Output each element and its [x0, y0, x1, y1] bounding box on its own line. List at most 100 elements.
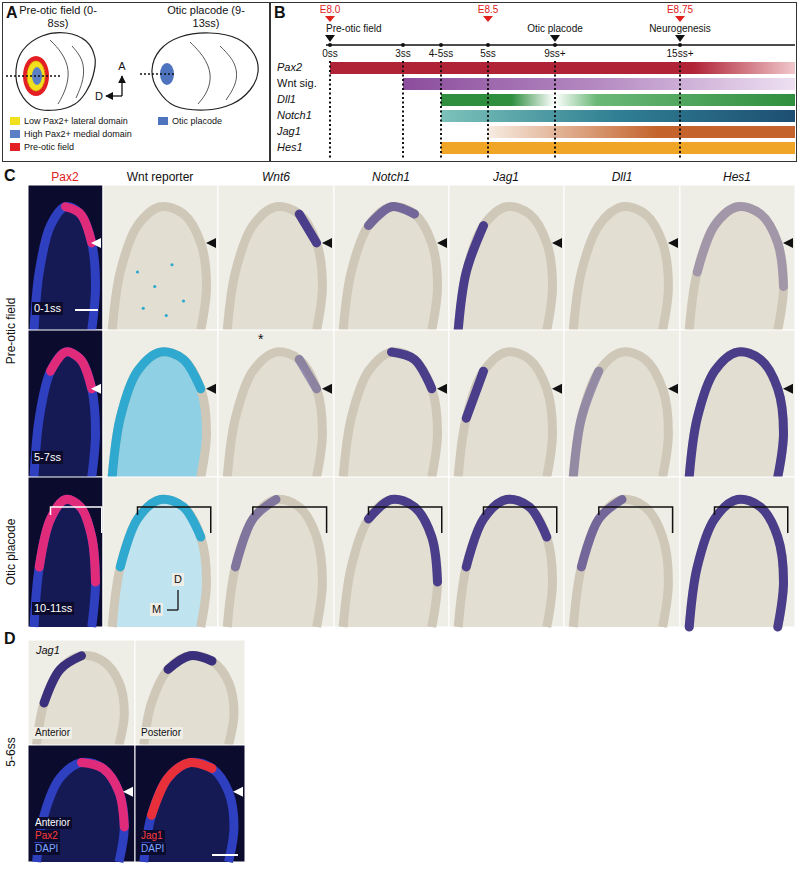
column-header: Notch1 — [372, 171, 410, 185]
micrograph-tile — [135, 640, 245, 745]
mesenchyme — [458, 206, 552, 330]
stage-guide-line — [329, 61, 331, 160]
legend-item: High Pax2+ medial domain — [10, 129, 132, 139]
expression-bar — [330, 62, 795, 74]
domain-bracket — [253, 507, 327, 533]
micrograph-tile — [334, 477, 449, 627]
micrograph-ground — [680, 185, 795, 330]
stain-signal — [458, 226, 483, 330]
micrograph-tile — [28, 477, 103, 627]
micrograph-tile — [449, 330, 564, 477]
micrograph-ground — [28, 330, 103, 477]
stain-signal — [466, 371, 483, 418]
mesenchyme — [689, 499, 783, 627]
micrograph-ground — [334, 185, 449, 330]
micrograph-ground — [564, 185, 680, 330]
micrograph-ground — [449, 185, 564, 330]
arrowhead-pointer — [91, 384, 101, 394]
micrograph-ground — [218, 477, 334, 627]
epithelium — [458, 499, 552, 627]
arrowhead-pointer — [552, 238, 562, 248]
micrograph-tile — [103, 330, 218, 477]
timeline-tick — [678, 43, 682, 47]
micrograph-tile — [564, 477, 680, 627]
legend-item: Pre-otic field — [10, 142, 74, 152]
section-label: Anterior — [33, 727, 72, 739]
arrowhead-pointer — [233, 787, 243, 797]
micrograph-tile — [135, 745, 245, 862]
domain-bracket — [599, 507, 673, 533]
arrowhead-pointer — [322, 238, 332, 248]
epithelium — [458, 352, 552, 477]
milestone-label: Otic placode — [527, 23, 583, 35]
stage-label: 10-11ss — [32, 602, 74, 615]
stain-signal — [299, 359, 316, 388]
timeline-tick — [553, 43, 557, 47]
scale-bar — [75, 309, 98, 311]
mesenchyme — [573, 206, 668, 330]
micrograph-ground — [135, 640, 245, 745]
micrograph-ground — [449, 477, 564, 627]
epithelium — [227, 499, 322, 627]
embryo-contour — [190, 42, 210, 104]
micrograph-tile — [680, 330, 795, 477]
micrograph-ground — [103, 185, 218, 330]
axis-arrow — [106, 95, 122, 96]
epithelium — [573, 352, 668, 477]
micrograph-ground — [564, 477, 680, 627]
legend-swatch — [10, 130, 20, 138]
axis-line — [167, 609, 178, 610]
stage-label: 5-7ss — [32, 451, 63, 464]
column-header: Dll1 — [612, 171, 633, 185]
micrograph-tile — [218, 477, 334, 627]
column-header: Pax2 — [51, 171, 78, 185]
otic-placode-region — [160, 63, 174, 85]
stain-dot — [153, 285, 156, 288]
micrograph-tile — [103, 185, 218, 330]
micrograph-ground — [680, 330, 795, 477]
legend-text: Pre-otic field — [24, 142, 74, 152]
panel-heading: Pre-otic field (0-8ss) — [18, 4, 98, 29]
mesenchyme — [343, 206, 437, 330]
micrograph-ground — [564, 330, 680, 477]
mesenchyme — [573, 352, 668, 477]
micrograph-tile — [334, 330, 449, 477]
mesenchyme — [573, 499, 668, 627]
gene-label: Pax2 — [277, 61, 302, 74]
epithelium — [227, 206, 322, 330]
arrowhead-pointer — [206, 238, 216, 248]
micrograph-ground — [449, 330, 564, 477]
arrowhead-pointer — [668, 384, 678, 394]
axis-arrow — [121, 76, 122, 96]
micrograph-tile — [28, 640, 135, 745]
tick-label: 9ss+ — [544, 48, 565, 60]
mesenchyme — [689, 352, 783, 477]
stain-label: Pax2 — [33, 830, 60, 842]
arrowhead-pointer — [437, 238, 447, 248]
stain-signal — [689, 352, 783, 477]
arrowhead-pointer — [783, 384, 793, 394]
stain-signal — [392, 352, 432, 389]
stage-guide-line — [487, 61, 489, 160]
gene-label: Dll1 — [277, 93, 296, 106]
gene-label: Jag1 — [34, 644, 62, 657]
micrograph-ground — [218, 330, 334, 477]
micrograph-ground — [334, 330, 449, 477]
legend-text: High Pax2+ medial domain — [24, 129, 132, 139]
stage-guide-line — [554, 61, 556, 160]
stain-signal — [120, 499, 201, 567]
arrowhead-pointer — [322, 384, 332, 394]
micrograph-ground — [28, 745, 135, 862]
mesenchyme — [689, 206, 783, 330]
epithelium — [112, 352, 206, 477]
milestone-marker — [550, 35, 560, 42]
tick-label: 3ss — [395, 48, 411, 60]
expression-bar — [403, 78, 795, 90]
arrowhead-pointer — [123, 787, 133, 797]
timeline-tick — [486, 43, 490, 47]
micrograph-tile — [218, 185, 334, 330]
micrograph-ground — [28, 185, 103, 330]
embryo-contour — [72, 46, 84, 98]
stain-dot — [170, 263, 173, 266]
micrograph-tile — [103, 477, 218, 627]
